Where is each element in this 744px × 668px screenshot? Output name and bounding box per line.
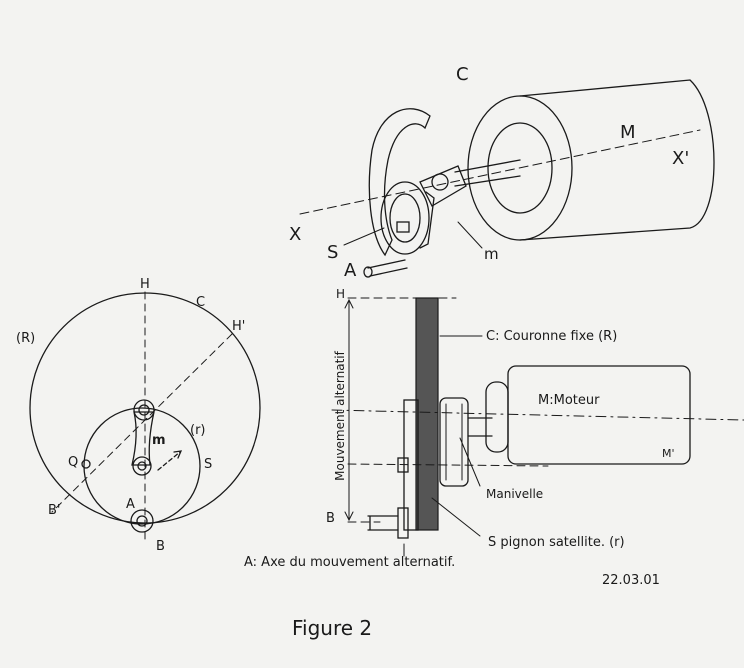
label-top-s: S — [327, 242, 339, 263]
crank-arm — [419, 165, 467, 207]
point-a-bearing — [130, 509, 154, 533]
label-moteur: M:Moteur — [538, 393, 600, 408]
label-top-xprime: X' — [672, 148, 690, 169]
label-side-h: H — [336, 287, 346, 301]
label-top-c: C — [456, 64, 469, 85]
motor-body — [507, 365, 691, 465]
label-left-hprime: H' — [232, 319, 246, 334]
motor-face — [467, 95, 573, 241]
label-left-r: (R) — [16, 331, 36, 346]
label-axe-mouvement: A: Axe du mouvement alternatif. — [244, 555, 456, 570]
side-view — [331, 297, 744, 557]
label-left-s: S — [204, 457, 213, 472]
label-manivelle: Manivelle — [486, 487, 544, 501]
label-left-b: B — [156, 539, 165, 554]
label-top-a: A — [344, 260, 357, 281]
crank-hub — [439, 397, 469, 487]
label-mouvement-alternatif: Mouvement alternatif — [333, 351, 347, 481]
label-top-m-small: m — [484, 245, 499, 263]
planet-gear — [380, 181, 430, 255]
axis-x-xprime — [299, 129, 701, 215]
label-top-m: M — [620, 122, 636, 143]
date-label: 22.03.01 — [602, 573, 660, 588]
motor-cylinder — [519, 79, 715, 241]
axis-hp-bp — [51, 333, 233, 513]
label-left-bprime: B' — [48, 503, 61, 518]
label-pignon-satellite: S pignon satellite. (r) — [488, 535, 625, 550]
perspective-sketch — [299, 79, 715, 278]
ring-fragment — [368, 108, 431, 257]
label-left-q: Q — [68, 455, 79, 470]
label-side-b: B — [326, 511, 335, 526]
point-q — [81, 459, 91, 469]
label-left-c: C — [196, 295, 206, 310]
fixed-ring-section — [415, 297, 439, 531]
axle-b — [367, 515, 399, 531]
label-m-prime: M' — [662, 447, 675, 460]
label-left-rr: (r) — [190, 423, 206, 438]
planet-circle — [83, 407, 201, 525]
label-left-h: H — [140, 277, 150, 292]
dashed-center — [331, 409, 744, 421]
rotation-arrow — [157, 451, 181, 471]
circle-diagram — [29, 291, 261, 541]
label-left-a: A — [126, 497, 135, 512]
figure-caption: Figure 2 — [292, 616, 373, 640]
label-left-m: m — [152, 433, 166, 448]
crank-link — [131, 411, 155, 466]
dashed-low — [347, 463, 549, 467]
axle-a — [367, 259, 408, 277]
label-top-x: X — [289, 224, 302, 245]
label-couronne-fixe: C: Couronne fixe (R) — [486, 329, 618, 344]
